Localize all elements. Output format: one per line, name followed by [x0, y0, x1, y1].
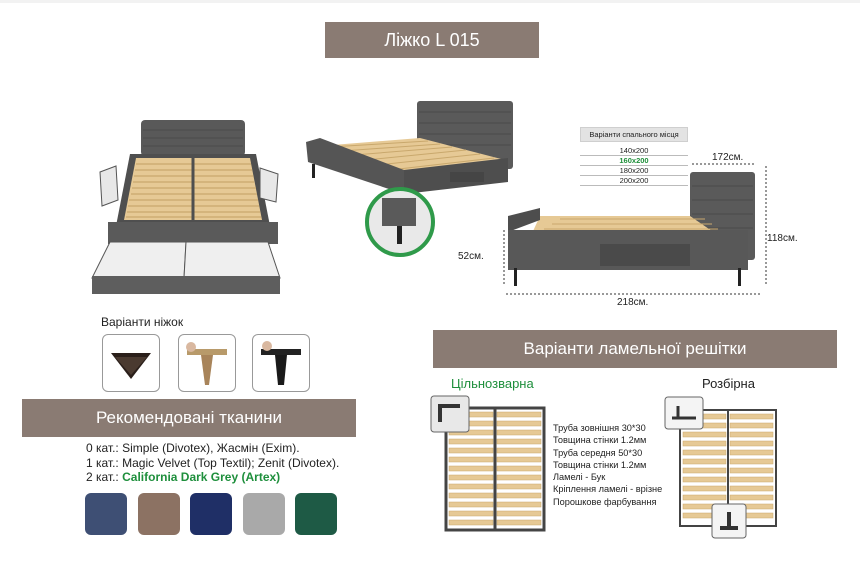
fabric-category-1: 1 кат.: Magic Velvet (Top Textil); Zenit…	[86, 455, 340, 470]
title-banner: Ліжко L 015	[325, 22, 539, 58]
size-option: 200x200	[580, 177, 688, 186]
legs-title: Варіанти ніжок	[101, 315, 184, 329]
bed-dimension-image	[503, 163, 767, 295]
size-option: 140x200	[580, 147, 688, 156]
spec-item: Товщина стінки 1.2мм	[553, 435, 647, 446]
spec-item: Труба середня 50*30	[553, 447, 643, 458]
leg-image	[261, 341, 301, 385]
size-option: 180x200	[580, 167, 688, 176]
fabric-category-list: 0 кат.: Simple (Divotex), Жасмін (Exim).…	[86, 441, 339, 485]
fabric-category-2-prefix: 2 кат.:	[86, 470, 123, 484]
leg-option-3	[252, 334, 310, 392]
size-option-highlighted: 160x200	[580, 157, 688, 166]
fabric-category-2-name: California Dark Grey (Artex)	[122, 470, 281, 484]
fabric-category-2: 2 кат.: California Dark Grey (Artex)	[86, 470, 339, 485]
slats-banner: Варіанти ламельної решітки	[433, 330, 837, 368]
size-table-header: Варіанти спального місця	[580, 127, 688, 142]
fabric-category-0: 0 кат.: Simple (Divotex), Жасмін (Exim).	[86, 441, 300, 455]
dimension-leg-height: 52см.	[458, 251, 484, 262]
fabric-swatch-navy	[190, 493, 232, 535]
spec-item: Труба зовнішня 30*30	[553, 423, 646, 433]
leg-image	[186, 342, 227, 385]
leg-option-1	[102, 334, 160, 392]
page-title: Ліжко L 015	[384, 29, 480, 50]
top-divider	[0, 0, 860, 3]
sleeping-size-table: Варіанти спального місця 140x200 160x200…	[580, 127, 688, 186]
leg-image	[111, 353, 151, 379]
fabric-swatch-blue-grey	[85, 493, 127, 535]
spec-item: Кріплення ламелі - врізне	[553, 484, 663, 495]
fabric-swatch-grey	[243, 493, 285, 535]
fabric-swatch-green	[295, 493, 337, 535]
dimension-height: 118см.	[767, 233, 798, 244]
slats-banner-label: Варіанти ламельної решітки	[523, 339, 747, 358]
fabric-swatch-brown	[138, 493, 180, 535]
leg-option-2	[178, 334, 236, 392]
slat-welded-label: Цільнозварна	[451, 376, 534, 391]
spec-item: Ламелі - Бук	[553, 472, 606, 483]
slat-demountable-label: Розбірна	[702, 376, 755, 391]
spec-item: Товщина стінки 1.2мм	[553, 459, 647, 470]
dimension-length: 218см.	[617, 297, 649, 308]
welded-slat-frame-image	[430, 395, 546, 532]
dimension-width: 172см.	[712, 152, 744, 163]
bed-top-view-image	[91, 120, 281, 294]
spec-item: Порошкове фарбування	[553, 496, 657, 507]
slat-specs-list: Труба зовнішня 30*30 Товщина стінки 1.2м…	[553, 422, 662, 508]
fabrics-banner: Рекомендовані тканини	[22, 399, 356, 437]
fabrics-banner-label: Рекомендовані тканини	[95, 408, 283, 427]
bed-angled-view-image	[306, 101, 513, 257]
demountable-slat-frame-image	[664, 396, 777, 539]
